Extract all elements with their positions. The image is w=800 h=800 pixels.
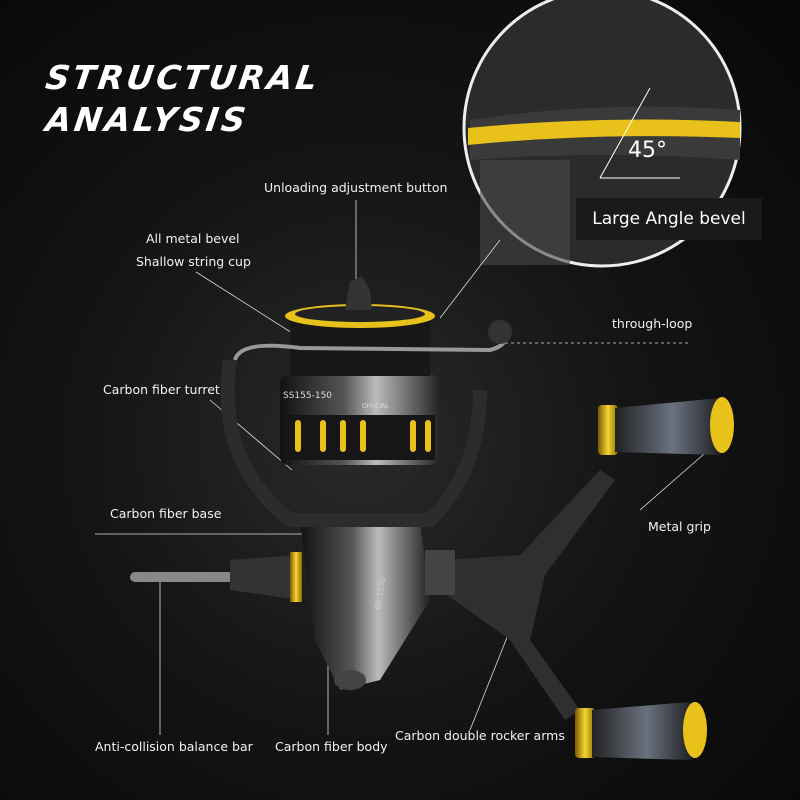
leader-lines bbox=[95, 200, 721, 735]
label-body: Carbon fiber body bbox=[275, 739, 388, 754]
label-rocker-arms: Carbon double rocker arms bbox=[395, 728, 565, 743]
title-line-2: ANALYSIS bbox=[43, 100, 252, 139]
reel-body: BS 1500 SS155-150 OFFICIAL bbox=[130, 276, 734, 760]
label-through-loop: through-loop bbox=[612, 316, 693, 331]
bevel-angle: 45° bbox=[628, 138, 667, 163]
label-string-cup: Shallow string cup bbox=[136, 254, 251, 269]
label-metal-grip: Metal grip bbox=[648, 519, 711, 534]
label-balance-bar: Anti-collision balance bar bbox=[95, 739, 253, 754]
label-metal-bevel: All metal bevel bbox=[146, 231, 240, 246]
bevel-inset bbox=[462, 0, 742, 268]
spool-model-text: SS155-150 bbox=[283, 391, 332, 401]
title-line-1: STRUCTURAL bbox=[43, 58, 323, 97]
label-unloading-button: Unloading adjustment button bbox=[264, 180, 448, 195]
label-base: Carbon fiber base bbox=[110, 506, 222, 521]
spool-brand-text: OFFICIAL bbox=[362, 403, 389, 410]
bevel-caption: Large Angle bevel bbox=[576, 198, 762, 240]
grip-top bbox=[598, 397, 734, 455]
grip-bottom bbox=[575, 702, 707, 760]
label-turret: Carbon fiber turret bbox=[103, 382, 220, 397]
